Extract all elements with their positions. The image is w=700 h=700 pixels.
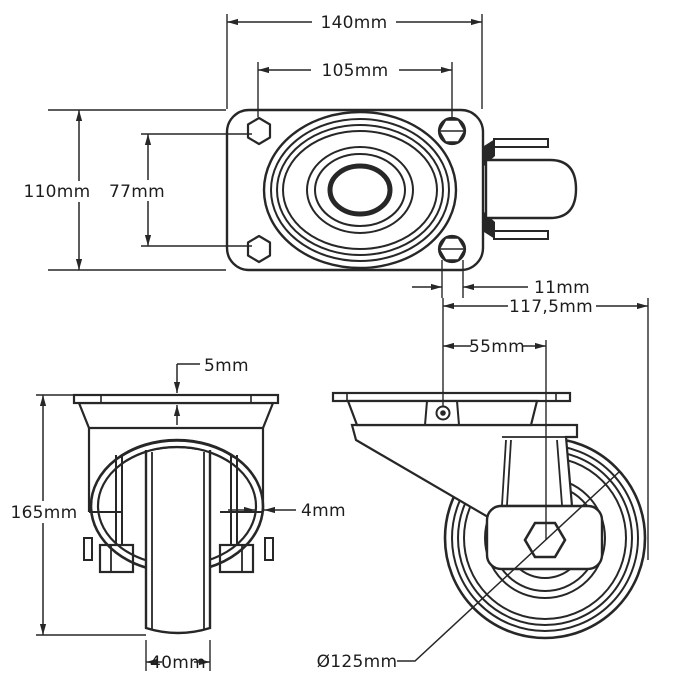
side-view: 117,5mm 55mm Ø125mm	[317, 296, 649, 672]
dim-label-overall-height: 165mm	[10, 503, 77, 523]
swivel-housing	[346, 399, 539, 427]
dimension-165mm: 165mm	[10, 394, 146, 636]
bolt-hole-bottom-left	[246, 234, 272, 264]
bolt-hole-top-left	[246, 116, 272, 146]
front-view: 5mm 165mm 4mm 40mm	[10, 356, 345, 673]
dimension-wheel-diameter: Ø125mm	[317, 471, 620, 672]
top-view: 140mm 105mm 110mm 77mm	[23, 11, 590, 298]
bolt-hole-top-right	[437, 116, 467, 146]
dim-label-hole-spacing-width: 105mm	[321, 61, 388, 81]
dimension-117-5mm: 117,5mm	[443, 296, 649, 560]
mounting-plate-outline	[225, 108, 485, 272]
fork-yoke-ring-top	[119, 439, 235, 462]
bolt-hole-bottom-right	[437, 234, 467, 264]
dimension-140mm: 140mm	[226, 11, 483, 109]
top-plate-front	[72, 393, 280, 405]
dim-label-plate-thickness: 5mm	[204, 356, 249, 376]
dim-label-plate-width: 140mm	[320, 13, 387, 33]
swivel-bearing-rings	[262, 110, 458, 270]
dimension-4mm: 4mm	[228, 501, 346, 521]
dim-label-hole-diameter: 11mm	[534, 278, 590, 298]
dimension-55mm: 55mm	[443, 336, 546, 357]
dimension-77mm: 77mm	[109, 133, 252, 247]
kingpin-rivet	[435, 405, 451, 421]
dimension-5mm: 5mm	[173, 356, 249, 425]
wheel-front-view	[144, 450, 212, 635]
dim-label-swivel-offset: 55mm	[469, 337, 525, 357]
dimension-110mm: 110mm	[23, 109, 226, 271]
dimension-11mm: 11mm	[412, 260, 590, 298]
dim-label-plate-depth: 110mm	[23, 182, 90, 202]
axle-hub	[485, 504, 604, 571]
dimension-40mm: 40mm	[145, 640, 211, 673]
dimension-105mm: 105mm	[257, 59, 453, 117]
dim-label-wheel-width: 40mm	[150, 653, 206, 673]
dim-label-hole-spacing-depth: 77mm	[109, 182, 165, 202]
top-plate-side	[331, 391, 572, 403]
wheel-top-view	[484, 138, 578, 240]
dim-label-fork-thickness: 4mm	[301, 501, 346, 521]
fork-legs-front	[115, 455, 238, 545]
dim-label-wheel-diameter: Ø125mm	[317, 652, 398, 672]
dim-label-swing-radius: 117,5mm	[509, 297, 593, 317]
fork-feet	[83, 537, 274, 574]
